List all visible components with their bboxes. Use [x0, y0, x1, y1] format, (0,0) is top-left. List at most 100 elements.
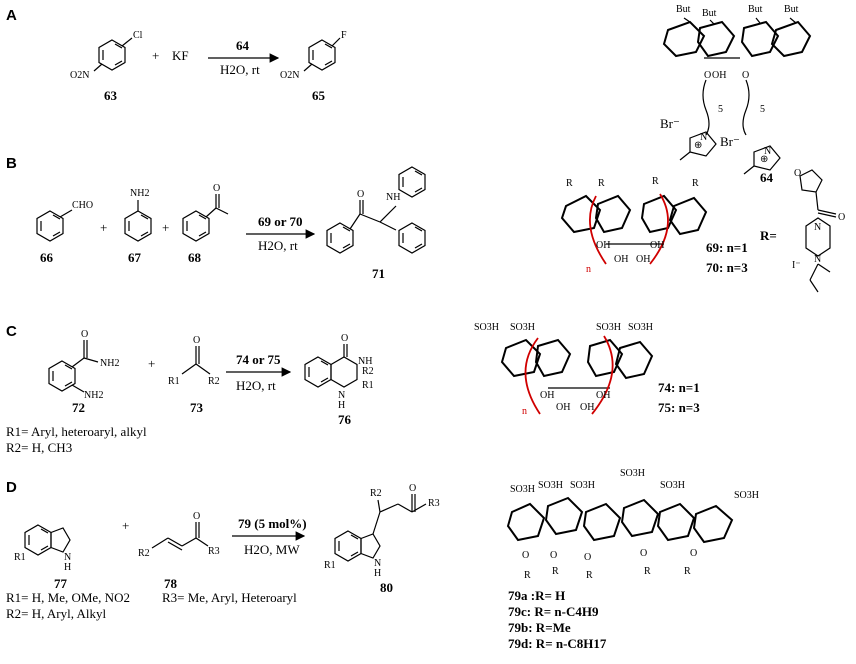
c64-subscript-5-right: 5: [760, 104, 765, 115]
c67-nh2-label: NH2: [130, 188, 149, 199]
catalyst-69-label: 69: n=1: [706, 240, 748, 255]
c79-o-5: O: [690, 548, 697, 559]
catalyst-79c-label: 79c: R= n-C4H9: [508, 604, 599, 619]
c80-h-label: H: [374, 568, 381, 579]
c74-so3h-3: SO3H: [596, 322, 621, 333]
kf-reagent: KF: [172, 48, 189, 63]
catalyst-79b-label: 79b: R=Me: [508, 620, 571, 635]
compound-73-structure: O R1 R2: [168, 335, 220, 387]
arrow-c-conditions: H2O, rt: [236, 378, 276, 393]
c76-r2-label: R2: [362, 366, 374, 377]
c80-n-label: N: [374, 558, 381, 569]
panel-c-letter: C: [6, 323, 17, 340]
c69-r-1: R: [566, 178, 573, 189]
c78-r2-label: R2: [138, 548, 150, 559]
c64-n-right: N: [764, 146, 771, 157]
c79-r-2: R: [552, 566, 559, 577]
compound-72-structure: O NH2 NH2: [48, 329, 119, 401]
c73-o-label: O: [193, 335, 200, 346]
c80-r2-label: R2: [370, 488, 382, 499]
arrow-c-catalyst: 74 or 75: [236, 352, 281, 367]
c71-nh-label: NH: [386, 192, 400, 203]
c76-h-label: H: [338, 400, 345, 411]
r-group-label: R=: [760, 228, 777, 243]
c74-so3h-4: SO3H: [628, 322, 653, 333]
c79-r-4: R: [644, 566, 651, 577]
panel-a: A Cl O2N 63 + KF 64 H2O, rt F O2N 65 But…: [6, 4, 812, 185]
c63-cl-label: Cl: [133, 30, 143, 41]
compound-80-structure: N H R1 R2 O R3: [324, 483, 440, 579]
plus-b-2: +: [162, 220, 169, 235]
panel-b: B CHO 66 + NH2 67 + O 68 69 or 70 H2O, r: [6, 155, 845, 293]
c74-oh-3: OH: [580, 402, 594, 413]
compound-78-number: 78: [164, 576, 178, 591]
c73-r2-label: R2: [208, 376, 220, 387]
c69-r-2: R: [598, 178, 605, 189]
arrow-a-conditions: H2O, rt: [220, 62, 260, 77]
panel-a-letter: A: [6, 7, 17, 24]
compound-68-structure: O: [182, 183, 229, 242]
compound-71-structure: O NH: [326, 166, 426, 254]
plus-d: +: [122, 518, 129, 533]
compound-67-number: 67: [128, 250, 142, 265]
c69-oh-2: OH: [614, 254, 628, 265]
catalyst-74-75-structure: SO3H SO3H SO3H SO3H n OH OH OH OH: [474, 322, 654, 417]
c78-r3-label: R3: [208, 546, 220, 557]
r3-definition-d: R3= Me, Aryl, Heteroaryl: [162, 590, 297, 605]
pip-n-bottom: N: [814, 254, 821, 265]
c64-n-left: N: [700, 132, 707, 143]
c79-so3h-4: SO3H: [620, 468, 645, 479]
catalyst-79-structure: SO3H SO3H SO3H SO3H SO3H SO3H O O O O O …: [506, 468, 759, 581]
c69-oh-3: OH: [636, 254, 650, 265]
pip-n-top: N: [814, 222, 821, 233]
panel-d: D N H R1 77 + O R2 R3 78 79 (5 mol%) H2O…: [6, 468, 759, 651]
c79-so3h-3: SO3H: [570, 480, 595, 491]
arrow-d-conditions: H2O, MW: [244, 542, 300, 557]
c79-r-5: R: [684, 566, 691, 577]
r-group-piperazinium: R= O O N N I⁻: [760, 168, 845, 293]
c64-oh-label: OH: [712, 70, 726, 81]
arrow-b-catalyst: 69 or 70: [258, 214, 303, 229]
c77-r1-label: R1: [14, 552, 26, 563]
catalyst-64-number: 64: [760, 170, 774, 185]
c79-o-2: O: [550, 550, 557, 561]
arrow-d-catalyst: 79 (5 mol%): [238, 516, 307, 531]
c64-o-label-2: O: [704, 70, 711, 81]
catalyst-79d-label: 79d: R= n-C8H17: [508, 636, 607, 651]
c74-n-label: n: [522, 406, 527, 417]
catalyst-75-label: 75: n=3: [658, 400, 700, 415]
compound-78-structure: O R2 R3: [138, 511, 220, 559]
compound-76-number: 76: [338, 412, 352, 427]
compound-77-number: 77: [54, 576, 68, 591]
arrow-b-conditions: H2O, rt: [258, 238, 298, 253]
r2-definition-c: R2= H, CH3: [6, 440, 72, 455]
c73-r1-label: R1: [168, 376, 180, 387]
c64-subscript-5-left: 5: [718, 104, 723, 115]
c72-o-label: O: [81, 329, 88, 340]
c74-oh-4: OH: [596, 390, 610, 401]
c79-so3h-1: SO3H: [510, 484, 535, 495]
furan-o-label: O: [794, 168, 801, 179]
c64-plus-right: ⊕: [760, 154, 768, 165]
c76-nh-label: NH: [358, 356, 372, 367]
catalyst-79a-label: 79a :R= H: [508, 588, 565, 603]
c74-oh-2: OH: [556, 402, 570, 413]
c69-oh-1: OH: [596, 240, 610, 251]
c77-n-label: N: [64, 552, 71, 563]
c64-bu-1: But: [676, 4, 691, 15]
r1-definition-c: R1= Aryl, heteroaryl, alkyl: [6, 424, 147, 439]
c79-r-3: R: [586, 570, 593, 581]
panel-b-letter: B: [6, 155, 17, 172]
c79-so3h-5: SO3H: [660, 480, 685, 491]
arrow-a-catalyst: 64: [236, 38, 250, 53]
c64-bu-4: But: [784, 4, 799, 15]
catalyst-70-label: 70: n=3: [706, 260, 748, 275]
c71-o-label: O: [357, 189, 364, 200]
compound-63-structure: Cl O2N: [70, 30, 143, 81]
compound-66-structure: CHO: [36, 200, 93, 242]
iodide-label: I⁻: [792, 260, 801, 271]
compound-65-structure: F O2N: [280, 30, 347, 81]
r1-definition-d: R1= H, Me, OMe, NO2: [6, 590, 130, 605]
compound-66-number: 66: [40, 250, 54, 265]
compound-76-structure: O NH R2 R1 N H: [304, 333, 374, 411]
